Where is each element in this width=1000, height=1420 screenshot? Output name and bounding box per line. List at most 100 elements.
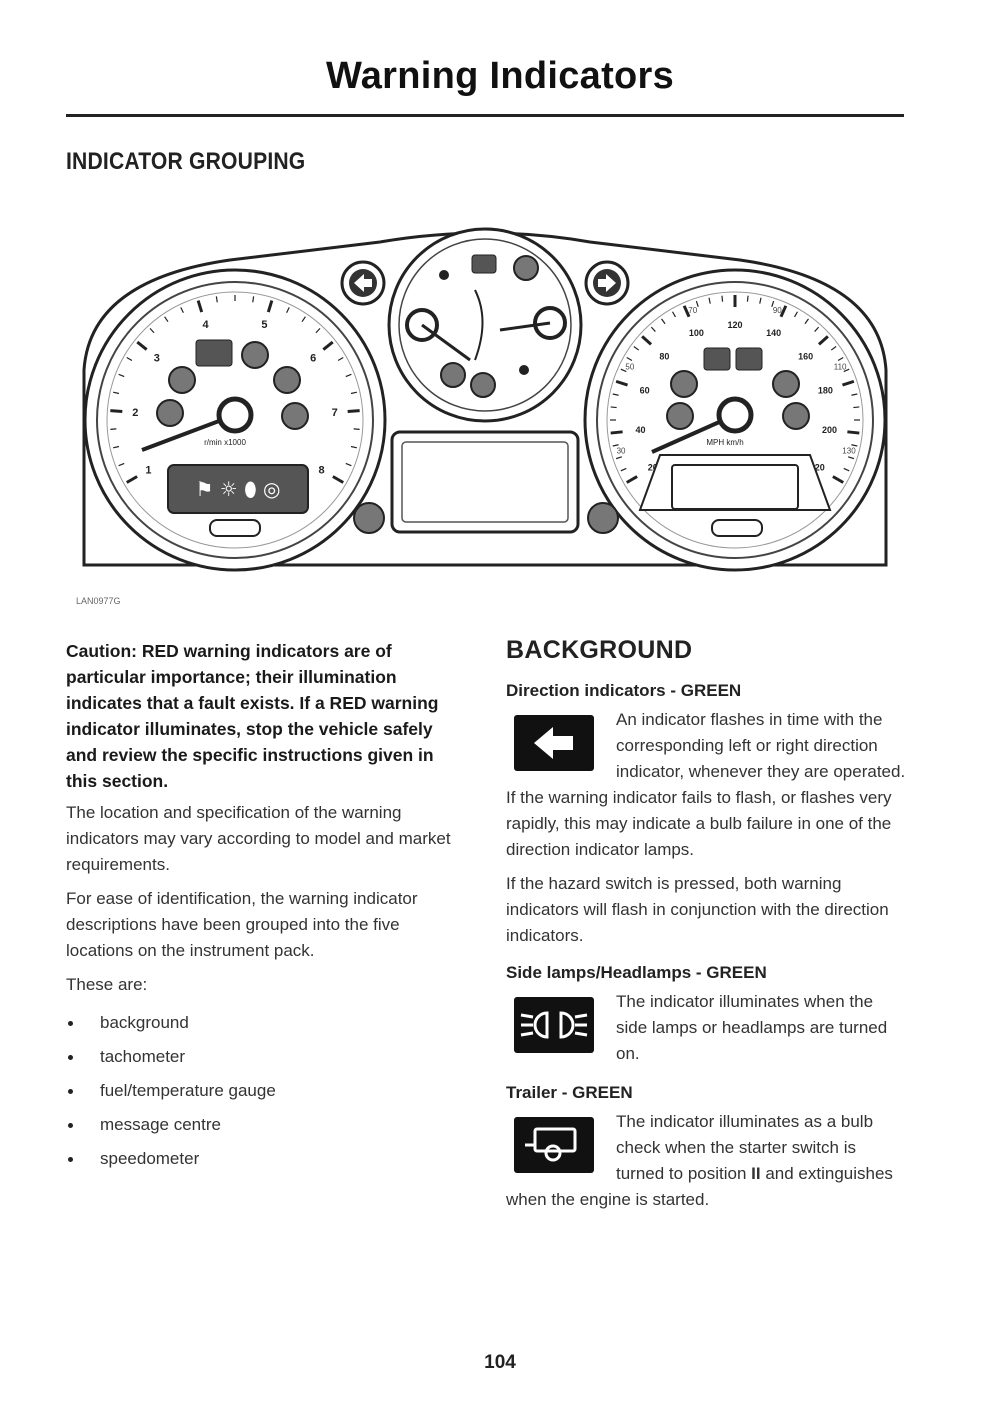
tacho-tick xyxy=(125,475,138,484)
bullet-icon xyxy=(68,1021,73,1026)
speedo-tick xyxy=(851,444,858,447)
tacho-numeral: 1 xyxy=(145,465,151,477)
tacho-display-icons: ⚑ ☼ ⬮ ◎ xyxy=(196,477,281,501)
speedo-numeral: 60 xyxy=(640,386,650,396)
tacho-display xyxy=(167,464,309,514)
speedo-tick xyxy=(661,318,666,325)
bullet-icon xyxy=(68,1055,73,1060)
tacho-tick xyxy=(118,373,125,378)
tacho-tick xyxy=(332,475,345,484)
right-column: BACKGROUND Direction indicators - GREEN … xyxy=(506,636,906,1221)
speedo-tick xyxy=(804,318,809,325)
tacho-tick xyxy=(345,462,352,467)
tacho-tick xyxy=(322,340,334,351)
figure-code: LAN0977G xyxy=(76,596,121,606)
tacho-ticks xyxy=(110,295,360,484)
speedo-tick xyxy=(851,393,858,396)
speedo-numeral: 180 xyxy=(818,386,833,396)
speedo-tick xyxy=(843,467,850,472)
speedo-numeral: 20 xyxy=(648,463,658,473)
tacho-tick xyxy=(215,296,218,303)
bullet-icon xyxy=(68,1123,73,1128)
speedo-tick xyxy=(759,297,762,304)
speedo-tick xyxy=(612,444,619,447)
speedo-tick xyxy=(721,295,724,302)
tacho-tick xyxy=(315,327,321,334)
speedo-tick xyxy=(612,393,619,396)
list-item-label: background xyxy=(100,1013,189,1032)
identification-paragraph: For ease of identification, the warning … xyxy=(66,889,418,960)
speedo-numeral: 140 xyxy=(766,328,781,338)
speedo-outer-numeral: 110 xyxy=(834,362,847,371)
location-list: background tachometer fuel/temperature g… xyxy=(66,1006,466,1176)
speedo-tick xyxy=(746,295,749,302)
speedo-tick xyxy=(843,368,850,373)
message-centre-screen xyxy=(401,441,569,523)
message-centre-lamp xyxy=(353,502,385,534)
trailer-icon xyxy=(514,1117,594,1173)
list-item-label: fuel/temperature gauge xyxy=(100,1081,276,1100)
speedo-tick xyxy=(650,326,656,332)
tacho-numeral: 3 xyxy=(154,352,160,364)
message-centre-lamp xyxy=(587,502,619,534)
list-item-label: message centre xyxy=(100,1115,221,1134)
speedo-display xyxy=(671,464,799,510)
speedo-numeral: 80 xyxy=(659,351,669,361)
list-item: background xyxy=(66,1006,466,1040)
list-item-label: speedometer xyxy=(100,1149,200,1168)
speedo-tick xyxy=(615,379,628,387)
trailer-position: II xyxy=(751,1164,761,1183)
speedo-numeral: 160 xyxy=(798,351,813,361)
speedo-tick xyxy=(830,346,837,351)
tacho-tick xyxy=(110,409,123,414)
tacho-tick xyxy=(149,327,155,334)
tacho-tick xyxy=(196,300,204,313)
title-divider xyxy=(66,114,904,117)
speedo-tick xyxy=(615,456,623,460)
tacho-unit-label: r/min x1000 xyxy=(204,438,246,447)
tacho-tick xyxy=(113,445,120,449)
tacho-tick xyxy=(301,316,306,323)
location-paragraph: The location and specification of the wa… xyxy=(66,803,451,874)
speedo-tick xyxy=(793,311,799,318)
background-heading: BACKGROUND xyxy=(506,636,693,664)
left-direction-indicator xyxy=(340,260,386,306)
tacho-numeral: 5 xyxy=(261,319,267,331)
tacho-warning-lamp xyxy=(195,339,233,367)
list-item: fuel/temperature gauge xyxy=(66,1074,466,1108)
speedo-tick xyxy=(817,335,829,346)
speedo-tick xyxy=(708,297,711,304)
trailer-text-part: and extinguishes when the engine is star… xyxy=(506,1164,893,1209)
tacho-tick xyxy=(286,307,290,314)
side-lamps-text: The indicator illuminates when the side … xyxy=(616,992,888,1063)
speedo-outer-numeral: 30 xyxy=(617,447,626,456)
speedo-tick xyxy=(842,379,855,387)
tacho-numeral: 4 xyxy=(202,319,209,331)
speedo-numeral: 220 xyxy=(810,463,825,473)
tacho-numeral: 7 xyxy=(332,407,338,419)
speedo-tick xyxy=(853,406,860,409)
these-are-paragraph: These are: xyxy=(66,975,148,994)
speedo-tick xyxy=(641,335,653,346)
tacho-warning-lamp xyxy=(281,402,309,430)
speedo-numeral: 120 xyxy=(727,320,742,330)
speedo-trip-button xyxy=(711,519,763,537)
speedo-tick xyxy=(837,356,844,362)
speedo-tick xyxy=(610,406,617,409)
tacho-tick xyxy=(113,391,120,395)
speedo-warning-lamp xyxy=(735,347,763,371)
section-heading: INDICATOR GROUPING xyxy=(66,148,306,175)
speedo-tick xyxy=(847,430,860,435)
tacho-tick xyxy=(350,445,357,449)
caution-text: Caution: RED warning indicators are of p… xyxy=(66,641,439,791)
right-direction-indicator xyxy=(584,260,630,306)
speedo-tick xyxy=(626,356,633,362)
speedo-warning-lamp xyxy=(666,402,694,430)
trailer-text-part: The indicator illuminates as a bulb chec… xyxy=(616,1112,874,1183)
trailer-heading: Trailer - GREEN xyxy=(506,1083,633,1102)
